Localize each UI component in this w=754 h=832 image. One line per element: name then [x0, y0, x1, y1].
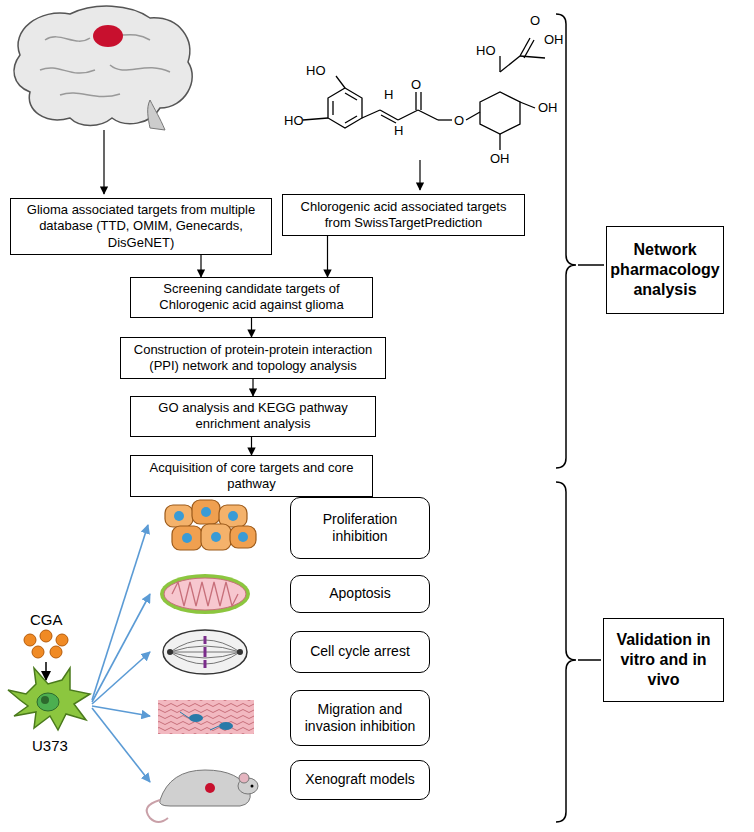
u373-cell — [8, 668, 90, 730]
chlorogenic-acid-structure — [303, 38, 545, 150]
flow-arrow — [252, 379, 253, 396]
tissue-icon — [158, 700, 254, 734]
atom-label: H — [394, 124, 403, 137]
atom-label: O — [454, 114, 464, 127]
process-box: Glioma associated targets from multiple … — [10, 198, 272, 255]
spindle-icon — [163, 630, 247, 674]
process-box: GO analysis and KEGG pathway enrichment … — [130, 396, 376, 437]
node-text: Xenograft models — [305, 771, 415, 789]
bracket — [556, 14, 604, 822]
atom-label: HO — [306, 64, 326, 77]
atom-label: OH — [544, 33, 564, 46]
node-text: Network pharmacology analysis — [610, 240, 719, 300]
node-text: Cell cycle arrest — [310, 643, 410, 661]
node-text: Apoptosis — [329, 585, 390, 603]
figure-label: CGA — [30, 612, 63, 627]
node-text: Screening candidate targets of Chlorogen… — [137, 281, 366, 314]
atom-label: OH — [490, 152, 510, 165]
cga-dots — [24, 630, 68, 658]
flow-arrow — [327, 236, 328, 277]
mitochondrion-icon — [160, 574, 250, 614]
blue-arrows — [92, 525, 150, 782]
atom-label: O — [530, 14, 540, 27]
cells-icon — [165, 500, 256, 550]
node-text: Acquisition of core targets and core pat… — [137, 460, 366, 493]
process-box: Acquisition of core targets and core pat… — [130, 455, 373, 497]
atom-label: HO — [284, 114, 304, 127]
node-text: Chlorogenic acid associated targets from… — [289, 199, 518, 232]
brain-icon — [14, 6, 192, 130]
mouse-icon — [147, 770, 258, 822]
section-label-box: Validation in vitro and in vivo — [603, 618, 724, 702]
flow-arrow — [251, 318, 252, 338]
node-text: GO analysis and KEGG pathway enrichment … — [137, 400, 369, 433]
node-text: Proliferation inhibition — [297, 511, 423, 546]
atom-label: OH — [538, 101, 558, 114]
result-box: Proliferation inhibition — [290, 497, 430, 559]
atom-label: H — [384, 88, 393, 101]
result-box: Apoptosis — [290, 575, 430, 613]
atom-label: O — [411, 78, 421, 91]
result-box: Migration and invasion inhibition — [290, 690, 430, 746]
atom-label: HO — [476, 44, 496, 57]
process-box: Chlorogenic acid associated targets from… — [282, 194, 525, 236]
process-box: Construction of protein-protein interact… — [120, 337, 386, 379]
node-text: Validation in vitro and in vivo — [610, 630, 717, 690]
node-text: Migration and invasion inhibition — [297, 701, 423, 736]
node-text: Construction of protein-protein interact… — [127, 342, 379, 375]
result-box: Cell cycle arrest — [290, 631, 430, 673]
figure-label: U373 — [32, 738, 68, 753]
result-box: Xenograft models — [290, 760, 430, 800]
node-text: Glioma associated targets from multiple … — [17, 202, 265, 251]
section-label-box: Network pharmacology analysis — [606, 226, 724, 314]
flow-arrow — [251, 437, 252, 456]
process-box: Screening candidate targets of Chlorogen… — [130, 277, 373, 318]
flow-arrow — [200, 255, 201, 277]
